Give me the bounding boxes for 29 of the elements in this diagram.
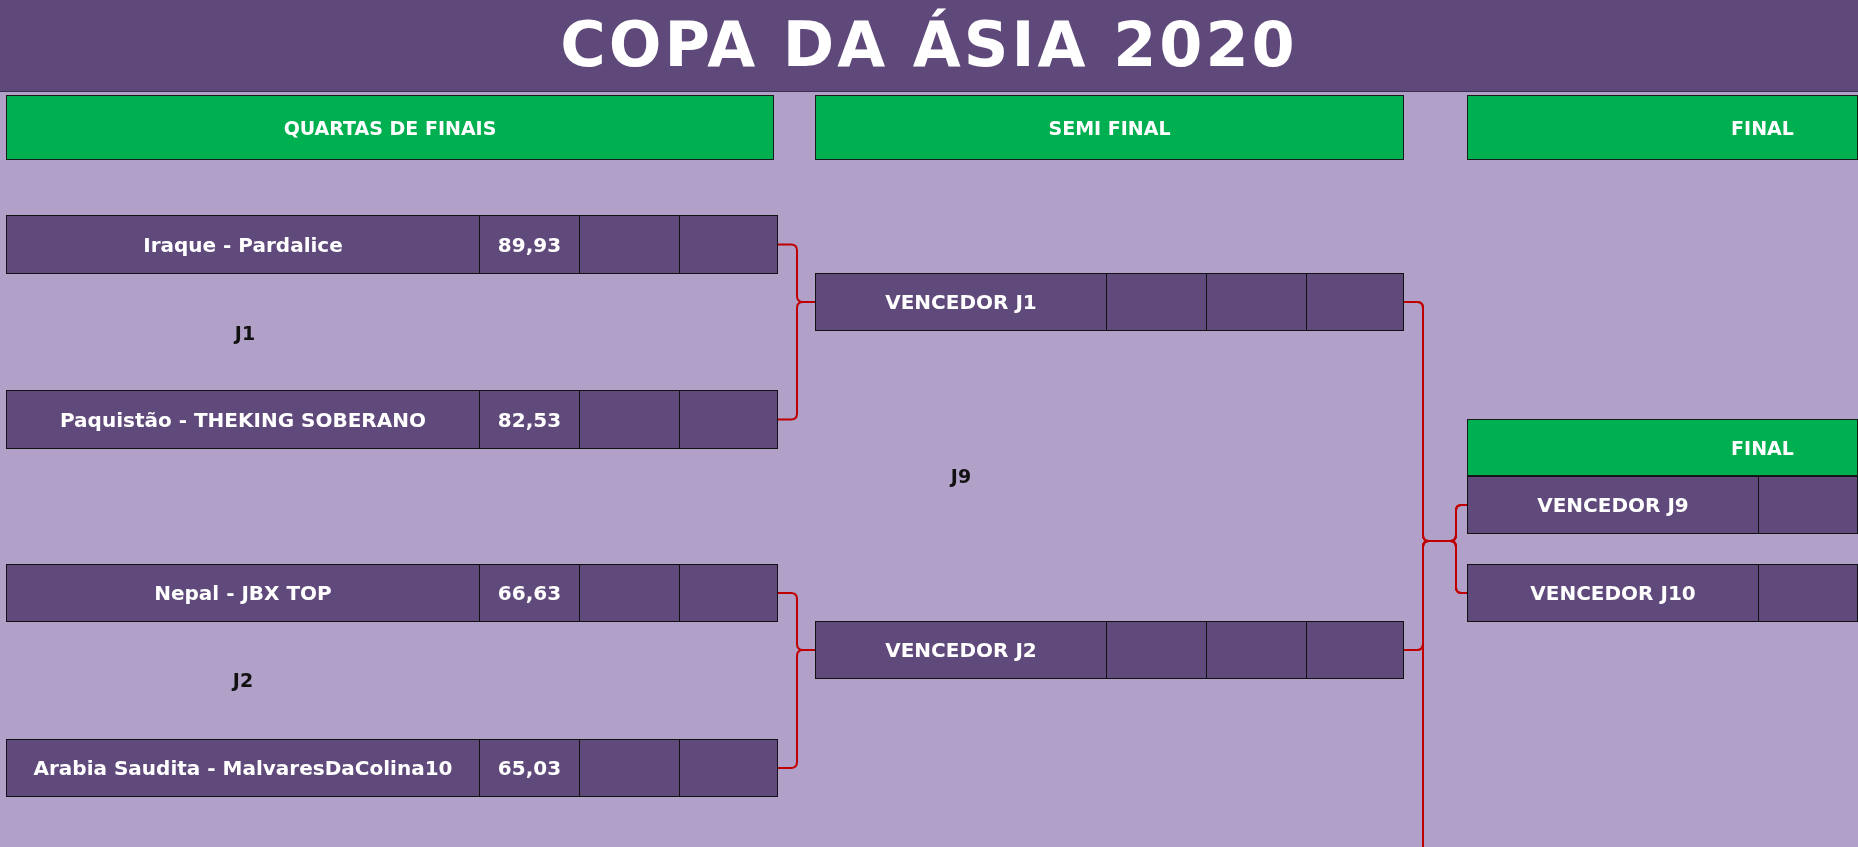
bracket-line <box>777 649 816 769</box>
match-winner: VENCEDOR J1 <box>885 290 1037 314</box>
match-row <box>6 215 778 274</box>
match-winner: VENCEDOR J10 <box>1530 581 1696 605</box>
score-cell: 82,53 <box>479 391 579 448</box>
match-row <box>815 621 1404 679</box>
round-header: FINAL <box>1467 95 1858 160</box>
match-label: J1 <box>234 322 256 344</box>
match-row <box>1467 564 1858 622</box>
team-name: Iraque - Pardalice <box>143 232 343 257</box>
match-winner: VENCEDOR J9 <box>1537 493 1689 517</box>
team-name: Arabia Saudita - MalvaresDaColina10 <box>33 756 453 780</box>
score-cell: 66,63 <box>479 565 579 621</box>
round-header: QUARTAS DE FINAIS <box>6 95 774 160</box>
score-cell: 65,03 <box>479 740 579 796</box>
team-name: Paquistão - THEKING SOBERANO <box>60 407 426 432</box>
round-header: SEMI FINAL <box>815 95 1404 160</box>
match-row <box>815 273 1404 331</box>
match-row <box>6 739 778 797</box>
match-label: J9 <box>950 465 972 487</box>
match-label: J2 <box>232 669 254 691</box>
match-row <box>1467 476 1858 534</box>
score-cell: 89,93 <box>479 216 579 273</box>
team-name: Nepal - JBX TOP <box>154 581 332 605</box>
match-row <box>6 564 778 622</box>
match-winner: VENCEDOR J2 <box>885 638 1037 662</box>
bracket-line <box>777 301 816 421</box>
match-row <box>6 390 778 449</box>
round-header: FINAL <box>1467 419 1858 476</box>
